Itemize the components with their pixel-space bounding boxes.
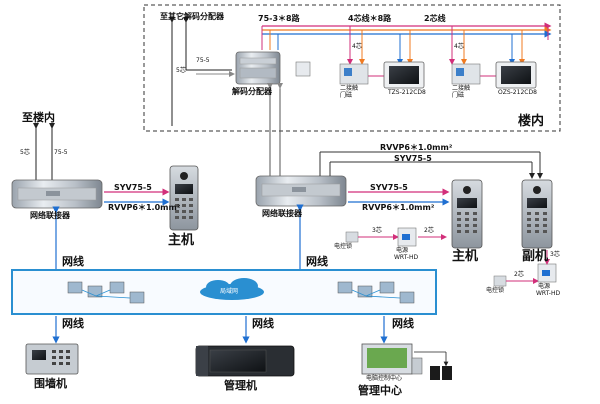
- center-cable-3core: 3芯: [372, 227, 382, 234]
- wall-unit-device: [25, 343, 79, 375]
- right-rvvp-top-label: RVVP6＊1.0mm²: [380, 143, 453, 152]
- accessory-a-label-2: 二接触: [452, 85, 471, 92]
- center-lock-label: 电控锁: [334, 243, 353, 250]
- right-cable-2core: 2芯: [514, 271, 524, 278]
- center-rvvp-label: RVVP6＊1.0mm²: [362, 203, 435, 212]
- right-lock-label: 电控锁: [486, 287, 505, 294]
- left-network-connector-device: [11, 179, 103, 209]
- left-cable-75-5-label: 75-5: [54, 149, 68, 156]
- left-core5-label: 5芯: [20, 149, 30, 156]
- accessory-a-label: 二接触: [340, 85, 359, 92]
- left-connector-label: 网络联接器: [30, 211, 70, 220]
- accessory-b-label: 门磁: [340, 92, 353, 99]
- lan-cloud-label: 局域网: [220, 288, 239, 295]
- building-label: 楼内: [518, 114, 545, 129]
- left-connector-to-unit-cables: [104, 188, 170, 206]
- lan-net-left-label: 网线: [62, 317, 84, 330]
- right-cable-3core: 3芯: [550, 251, 560, 258]
- cable-2core-label: 2芯线: [424, 14, 446, 23]
- lan-net-mid-label: 网线: [252, 317, 274, 330]
- decoder-distributor-device: [235, 51, 281, 85]
- cable-4core-label: 4芯: [352, 43, 362, 50]
- left-main-unit-device: [169, 165, 199, 231]
- building-wiring: [169, 17, 552, 126]
- cable-5core-label: 5芯: [176, 67, 186, 74]
- to-other-decoder-label: 至其它解码分配器: [160, 12, 224, 21]
- management-center-label: 管理中心: [358, 384, 402, 397]
- pc-caption-label: 电脑控制中心: [366, 375, 403, 382]
- manager-unit-device: [195, 345, 295, 377]
- right-power-label: 电源: [538, 283, 551, 290]
- sub-unit-label: 副机: [522, 249, 549, 264]
- right-main-unit-device: [451, 179, 483, 249]
- left-net-label: 网线: [62, 255, 84, 268]
- center-connector-cables: [319, 151, 543, 206]
- center-cable-2core: 2芯: [424, 227, 434, 234]
- left-main-unit-label: 主机: [168, 233, 195, 248]
- center-power-label: 电源: [396, 247, 409, 254]
- cable-75-5-label: 75-5: [196, 57, 210, 64]
- lan-net-right-label: 网线: [392, 317, 414, 330]
- model-tzs-label: TZS-212CD8: [388, 89, 426, 96]
- to-building-label: 至楼内: [22, 111, 55, 124]
- center-syv-label: SYV75-5: [370, 183, 408, 192]
- management-center-device: [361, 343, 452, 380]
- building-devices: [295, 61, 537, 89]
- wall-unit-label: 围墙机: [34, 377, 67, 390]
- lan-left-computers: [67, 281, 145, 304]
- lan-right-computers: [337, 281, 415, 304]
- left-syv-label: SYV75-5: [114, 183, 152, 192]
- cable-75-3-8-label: 75-3＊8路: [258, 14, 300, 23]
- center-network-connector-device: [255, 175, 347, 207]
- center-lock-power: [345, 227, 447, 247]
- right-syv-top-label: SYV75-5: [394, 154, 432, 163]
- model-ozs-label: OZS-212CD8: [498, 89, 537, 96]
- cable-4core-label-2: 4芯: [454, 43, 464, 50]
- building-frame: [143, 4, 561, 132]
- center-connector-label: 网络联接器: [262, 209, 302, 218]
- right-main-unit-label: 主机: [452, 249, 479, 264]
- door-sensor-device: [295, 61, 311, 77]
- right-power-model: WRT-HD: [536, 290, 561, 297]
- lan-cloud: [200, 278, 264, 300]
- sub-unit-device: [521, 179, 553, 249]
- left-rvvp-label: RVVP6＊1.0mm²: [108, 203, 181, 212]
- accessory-b-label-2: 门磁: [452, 92, 465, 99]
- downlink-cables: [52, 316, 388, 344]
- cable-4core-8-label: 4芯线＊8路: [348, 14, 392, 23]
- manager-unit-label: 管理机: [224, 379, 257, 392]
- right-lock-power: [493, 250, 557, 287]
- center-net-label: 网线: [306, 255, 328, 268]
- center-power-model: WRT-HD: [394, 254, 419, 261]
- decoder-label: 解码分配器: [232, 87, 272, 96]
